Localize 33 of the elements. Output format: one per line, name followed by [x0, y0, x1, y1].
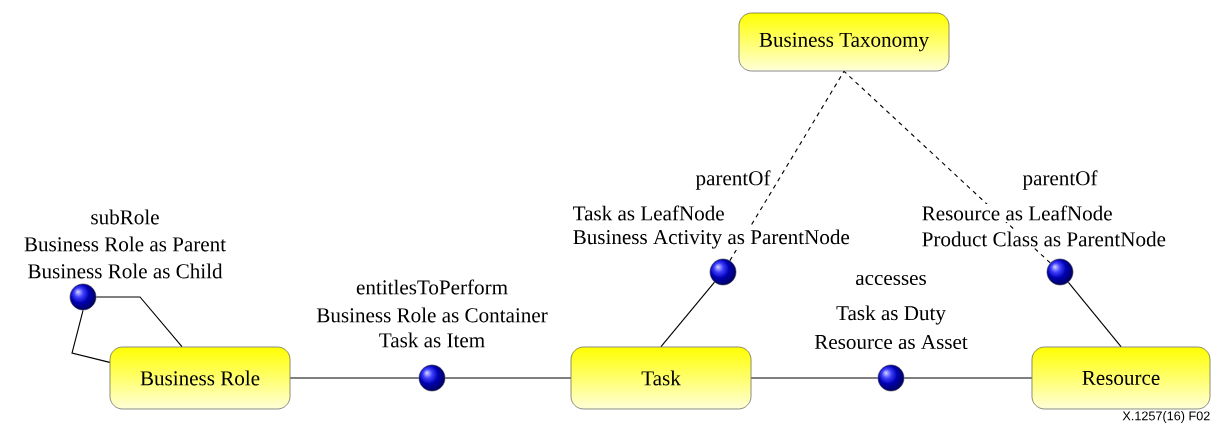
relation-label: Business Role as Child — [26, 262, 224, 280]
connector-line — [660, 281, 716, 348]
relation-label: Task as LeafNode — [571, 204, 727, 222]
relation-label: entitlesToPerform — [354, 278, 510, 296]
relation-circle — [418, 364, 446, 392]
relation-circle — [1046, 258, 1074, 286]
connector-line — [95, 296, 183, 348]
relation-label: parentOf — [694, 168, 772, 192]
connector-line — [71, 309, 111, 363]
connector-line — [750, 377, 879, 379]
role-box: Business Role — [109, 346, 291, 410]
role-box: Resource — [1031, 346, 1211, 410]
relation-label: Business Role as Container — [314, 306, 550, 324]
relation-label: Resource as Asset — [812, 333, 970, 351]
relation-label: Resource as LeafNode — [920, 204, 1114, 222]
relation-label: Product Class as ParentNode — [920, 230, 1168, 248]
relation-label: Task as Item — [377, 331, 487, 349]
connector-line — [1067, 281, 1122, 348]
relation-label: Business Role as Parent — [22, 235, 228, 253]
connector-line — [289, 377, 420, 379]
relation-label: parentOf — [1021, 168, 1099, 192]
role-box: Task — [570, 346, 752, 410]
relation-label: Business Activity as ParentNode — [571, 228, 852, 250]
relation-label: subRole — [89, 208, 161, 226]
relation-circle — [709, 258, 737, 286]
connector-line — [444, 377, 572, 379]
relation-label: Task as Duty — [834, 304, 948, 326]
connector-line — [843, 70, 1051, 264]
connector-line — [903, 377, 1033, 379]
relation-label: accesses — [853, 273, 929, 287]
relation-circle — [69, 283, 97, 311]
role-box: Business Taxonomy — [738, 12, 950, 72]
relation-circle — [877, 364, 905, 392]
